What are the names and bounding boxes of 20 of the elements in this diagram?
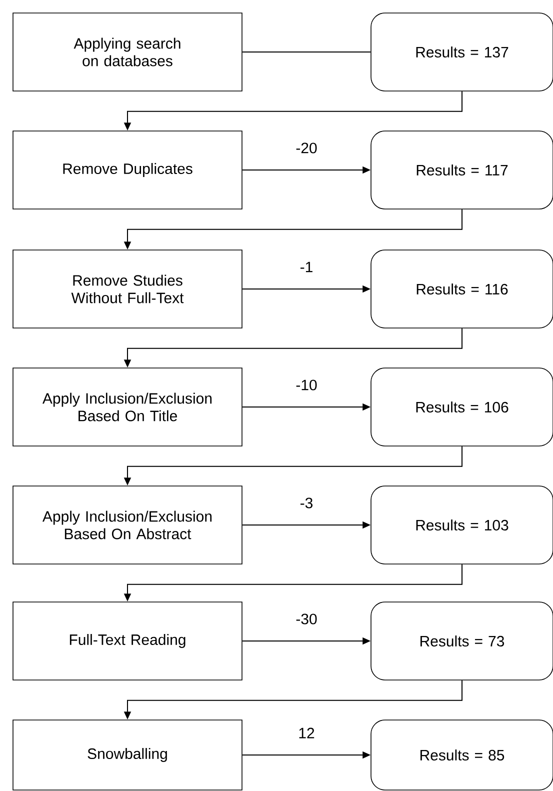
- edge-label: 12: [297, 726, 316, 740]
- result-box: Results = 103: [370, 486, 553, 564]
- result-box: Results = 106: [370, 368, 553, 446]
- edge-label: -30: [294, 612, 318, 626]
- step-box: Full-Text Reading: [12, 602, 242, 680]
- edge-label: -1: [298, 260, 314, 274]
- edge-label: -20: [294, 142, 318, 154]
- step-box: Apply Inclusion/Exclusion Based On Abstract: [12, 486, 242, 564]
- step-box: Snowballing: [12, 720, 242, 790]
- edge-label: -10: [294, 378, 318, 392]
- step-box: Applying search on databases: [12, 12, 242, 92]
- edge-label: -3: [298, 496, 314, 510]
- step-box: Remove Duplicates: [12, 130, 242, 210]
- step-box: Remove Studies Without Full-Text: [12, 250, 242, 328]
- result-box: Results = 73: [370, 602, 553, 680]
- step-box: Apply Inclusion/Exclusion Based On Title: [12, 368, 242, 446]
- result-box: Results = 117: [370, 130, 553, 210]
- result-box: Results = 116: [370, 250, 553, 328]
- result-box: Results = 137: [370, 12, 553, 92]
- result-box: Results = 85: [370, 720, 553, 790]
